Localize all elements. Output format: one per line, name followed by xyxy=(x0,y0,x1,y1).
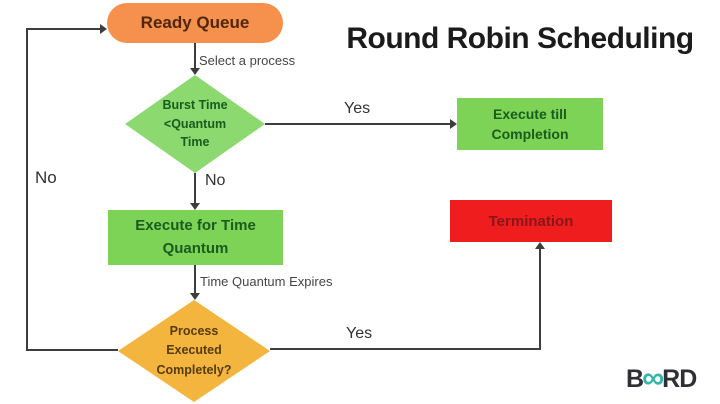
edge-no-loop-vertical xyxy=(26,28,28,351)
node-execute-for-time-quantum-label: Execute for Time Quantum xyxy=(135,217,256,257)
node-termination-label: Termination xyxy=(488,212,574,230)
node-ready-queue-label: Ready Queue xyxy=(140,13,250,32)
edge-no-loop-top xyxy=(27,28,101,30)
node-execute-till-completion: Execute till Completion xyxy=(457,98,603,150)
edge-label-yes-bottom: Yes xyxy=(346,325,373,342)
edge-quantum-to-process xyxy=(194,265,196,295)
edge-label-select-a-process: Select a process xyxy=(199,53,296,68)
infinity-icon: ∞ xyxy=(642,359,664,395)
node-ready-queue: Ready Queue xyxy=(107,3,283,43)
edge-ready-to-burst xyxy=(194,43,196,70)
logo-letters-rd: RD xyxy=(662,365,697,393)
arrowhead-down-icon xyxy=(190,68,200,75)
board-logo: B ∞ RD xyxy=(626,359,697,395)
node-burst-time-check: Burst Time <Quantum Time xyxy=(125,75,265,173)
logo-letter-b: B xyxy=(626,365,644,393)
node-execute-for-time-quantum: Execute for Time Quantum xyxy=(108,210,283,265)
edge-burst-to-quantum xyxy=(194,173,196,205)
edge-yes-bottom-vertical xyxy=(539,248,541,350)
edge-label-no-mid: No xyxy=(205,172,226,189)
node-execute-till-completion-label: Execute till Completion xyxy=(491,105,569,142)
edge-yes-bottom-horizontal xyxy=(270,348,541,350)
node-process-executed-check-label: Process Executed Completely? xyxy=(156,323,232,377)
edge-no-loop-bottom xyxy=(27,349,118,351)
edge-burst-to-completion xyxy=(265,123,452,125)
node-process-executed-check: Process Executed Completely? xyxy=(118,300,270,402)
arrowhead-down-icon xyxy=(190,293,200,300)
arrowhead-right-icon xyxy=(100,24,107,34)
page-title: Round Robin Scheduling xyxy=(346,22,694,55)
arrowhead-up-icon xyxy=(535,242,545,249)
arrowhead-down-icon xyxy=(190,203,200,210)
edge-label-time-quantum-expires: Time Quantum Expires xyxy=(200,274,333,289)
arrowhead-right-icon xyxy=(450,119,457,129)
node-burst-time-check-label: Burst Time <Quantum Time xyxy=(162,97,228,150)
edge-label-yes-top: Yes xyxy=(344,100,371,117)
edge-label-no-left: No xyxy=(35,168,57,187)
node-termination: Termination xyxy=(450,200,612,242)
